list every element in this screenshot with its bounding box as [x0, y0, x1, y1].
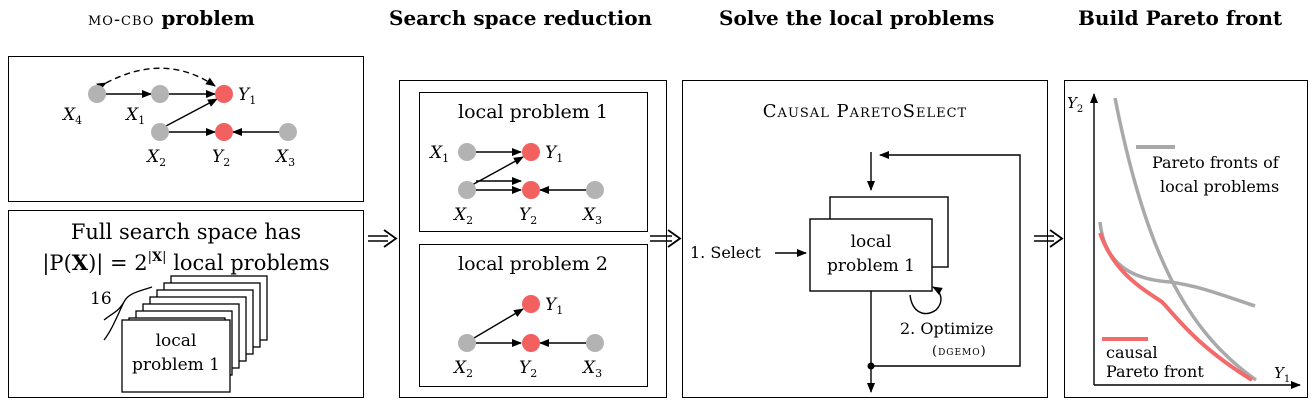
local-problem-1-title: local problem 1: [458, 101, 608, 123]
optimize-method: (dgemo): [932, 344, 987, 359]
lp2-node-x3: [586, 334, 604, 352]
lp2-label-y2: Y2: [519, 358, 537, 380]
local-front-1: [1113, 97, 1258, 382]
arrow-to-reduction: [383, 229, 398, 248]
lp1-label-y2: Y2: [519, 205, 537, 227]
lp2-label-y1: Y1: [545, 295, 563, 317]
legend-gray-line-1: Pareto fronts of: [1152, 153, 1280, 172]
lp2-label-x2: X2: [452, 358, 473, 380]
solver-box-line-1: local: [851, 232, 892, 252]
lp2-label-x3: X3: [581, 358, 602, 380]
label-x2: X2: [145, 147, 166, 169]
pareto-plot: Y2 Y1 Pareto fronts of local problems ca…: [1067, 93, 1301, 389]
legend-red-line-1: causal: [1106, 343, 1158, 362]
arrow-to-pareto: [1049, 229, 1064, 248]
header-solve-local-problems: Solve the local problems: [719, 6, 995, 30]
y-axis-label: Y2: [1067, 94, 1083, 115]
lp1-node-x1: [458, 143, 476, 161]
local-problem-2: local problem 2 Y1 X2 Y2 X3: [452, 253, 608, 380]
search-space-line-1: Full search space has: [71, 220, 301, 244]
node-y2: [215, 123, 233, 141]
lp1-node-y1: [522, 143, 540, 161]
label-y2: Y2: [212, 147, 230, 169]
lp2-node-x2: [458, 334, 476, 352]
lp1-node-x2: [458, 181, 476, 199]
arrow-to-solver: [667, 229, 682, 248]
search-space-line-2: |P(X)| = 2|X| local problems: [42, 250, 329, 276]
lp2-node-y1: [522, 295, 540, 313]
solver-title: Causal ParetoSelect: [763, 101, 967, 122]
x-axis-label: Y1: [1274, 364, 1290, 385]
node-x3: [279, 123, 297, 141]
label-x4: X4: [61, 105, 82, 127]
lp1-label-y1: Y1: [545, 143, 563, 165]
node-x4: [88, 85, 106, 103]
problem-count: 16: [90, 289, 112, 309]
solver-diagram: Causal ParetoSelect local problem 1 1. S…: [690, 101, 1021, 393]
lp1-label-x3: X3: [581, 205, 602, 227]
solver-box-line-2: problem 1: [827, 256, 915, 276]
select-label: 1. Select: [690, 243, 761, 262]
local-problem-2-panel: [419, 244, 648, 387]
legend-gray-line-2: local problems: [1160, 177, 1279, 196]
count-brace: [103, 286, 153, 341]
card-front: [121, 319, 231, 393]
lp2-node-y2: [522, 334, 540, 352]
confounder-edge: [96, 67, 216, 91]
edge-x2-y1: [165, 98, 218, 127]
local-problem-2-title: local problem 2: [458, 253, 608, 275]
loop-line: [871, 151, 1021, 367]
lp1-node-y2: [522, 181, 540, 199]
lp1-label-x2: X2: [452, 205, 473, 227]
causal-front: [1098, 232, 1254, 382]
local-problem-1-panel: [419, 92, 648, 232]
optimize-loop: [909, 286, 943, 315]
label-x1: X1: [124, 105, 145, 127]
causal-graph: X4 X1 Y1 X2 Y2 X3: [61, 67, 297, 169]
lp1-node-x3: [586, 181, 604, 199]
node-y1: [215, 85, 233, 103]
junction-dot: [867, 362, 875, 370]
search-space-text: Full search space has |P(X)| = 2|X| loca…: [42, 220, 330, 341]
optimize-label: 2. Optimize: [900, 319, 993, 338]
stacked-cards: local problem 1: [121, 275, 268, 393]
card-line-1: local: [156, 331, 197, 351]
legend-red-line-2: Pareto front: [1106, 362, 1204, 381]
local-problem-box: [809, 218, 933, 292]
local-problem-1: local problem 1 X1 Y1 X2 Y2 X3: [428, 101, 608, 227]
card-line-2: problem 1: [132, 355, 220, 375]
header-mo-cbo-problem: mo-cbo problem: [88, 6, 255, 30]
flow-arrows: [368, 229, 1064, 248]
node-x2: [151, 123, 169, 141]
label-y1: Y1: [238, 85, 256, 107]
header-build-pareto-front: Build Pareto front: [1078, 6, 1283, 30]
lp1-label-x1: X1: [428, 143, 449, 165]
label-x3: X3: [274, 147, 295, 169]
node-x1: [151, 85, 169, 103]
header-search-space-reduction: Search space reduction: [389, 6, 653, 30]
